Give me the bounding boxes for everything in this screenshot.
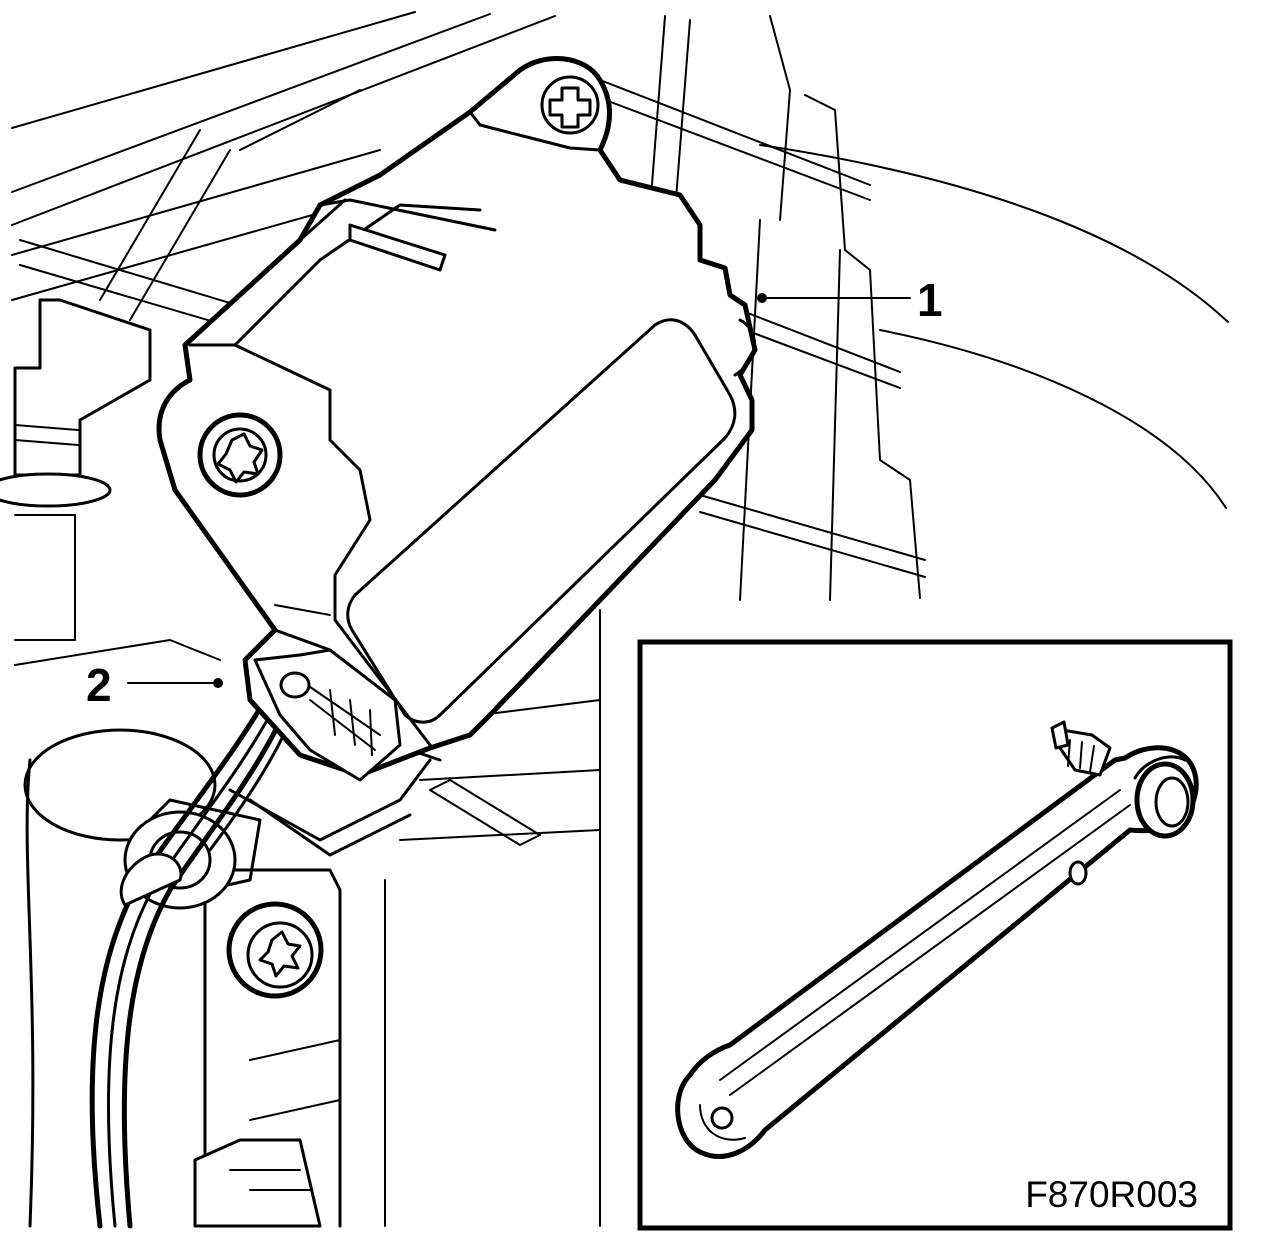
leader-dot-1	[757, 293, 767, 303]
tool-inset: F870R003	[637, 639, 1233, 1231]
figure-code: F870R003	[1025, 1174, 1198, 1215]
tool-mid-hole	[1068, 860, 1088, 886]
wiring-harness	[89, 697, 302, 1229]
callout-label-2: 2	[86, 659, 112, 711]
mounting-bracket	[193, 868, 342, 1228]
leader-dot-2	[213, 678, 223, 688]
torx-screw-icon	[216, 432, 264, 484]
tool-end-hole	[710, 1106, 734, 1130]
torx-screw-icon	[258, 930, 302, 978]
phillips-screw-icon	[548, 86, 592, 129]
actuator	[156, 56, 758, 782]
callout-label-1: 1	[917, 274, 943, 326]
callouts: 1 2	[86, 274, 943, 711]
